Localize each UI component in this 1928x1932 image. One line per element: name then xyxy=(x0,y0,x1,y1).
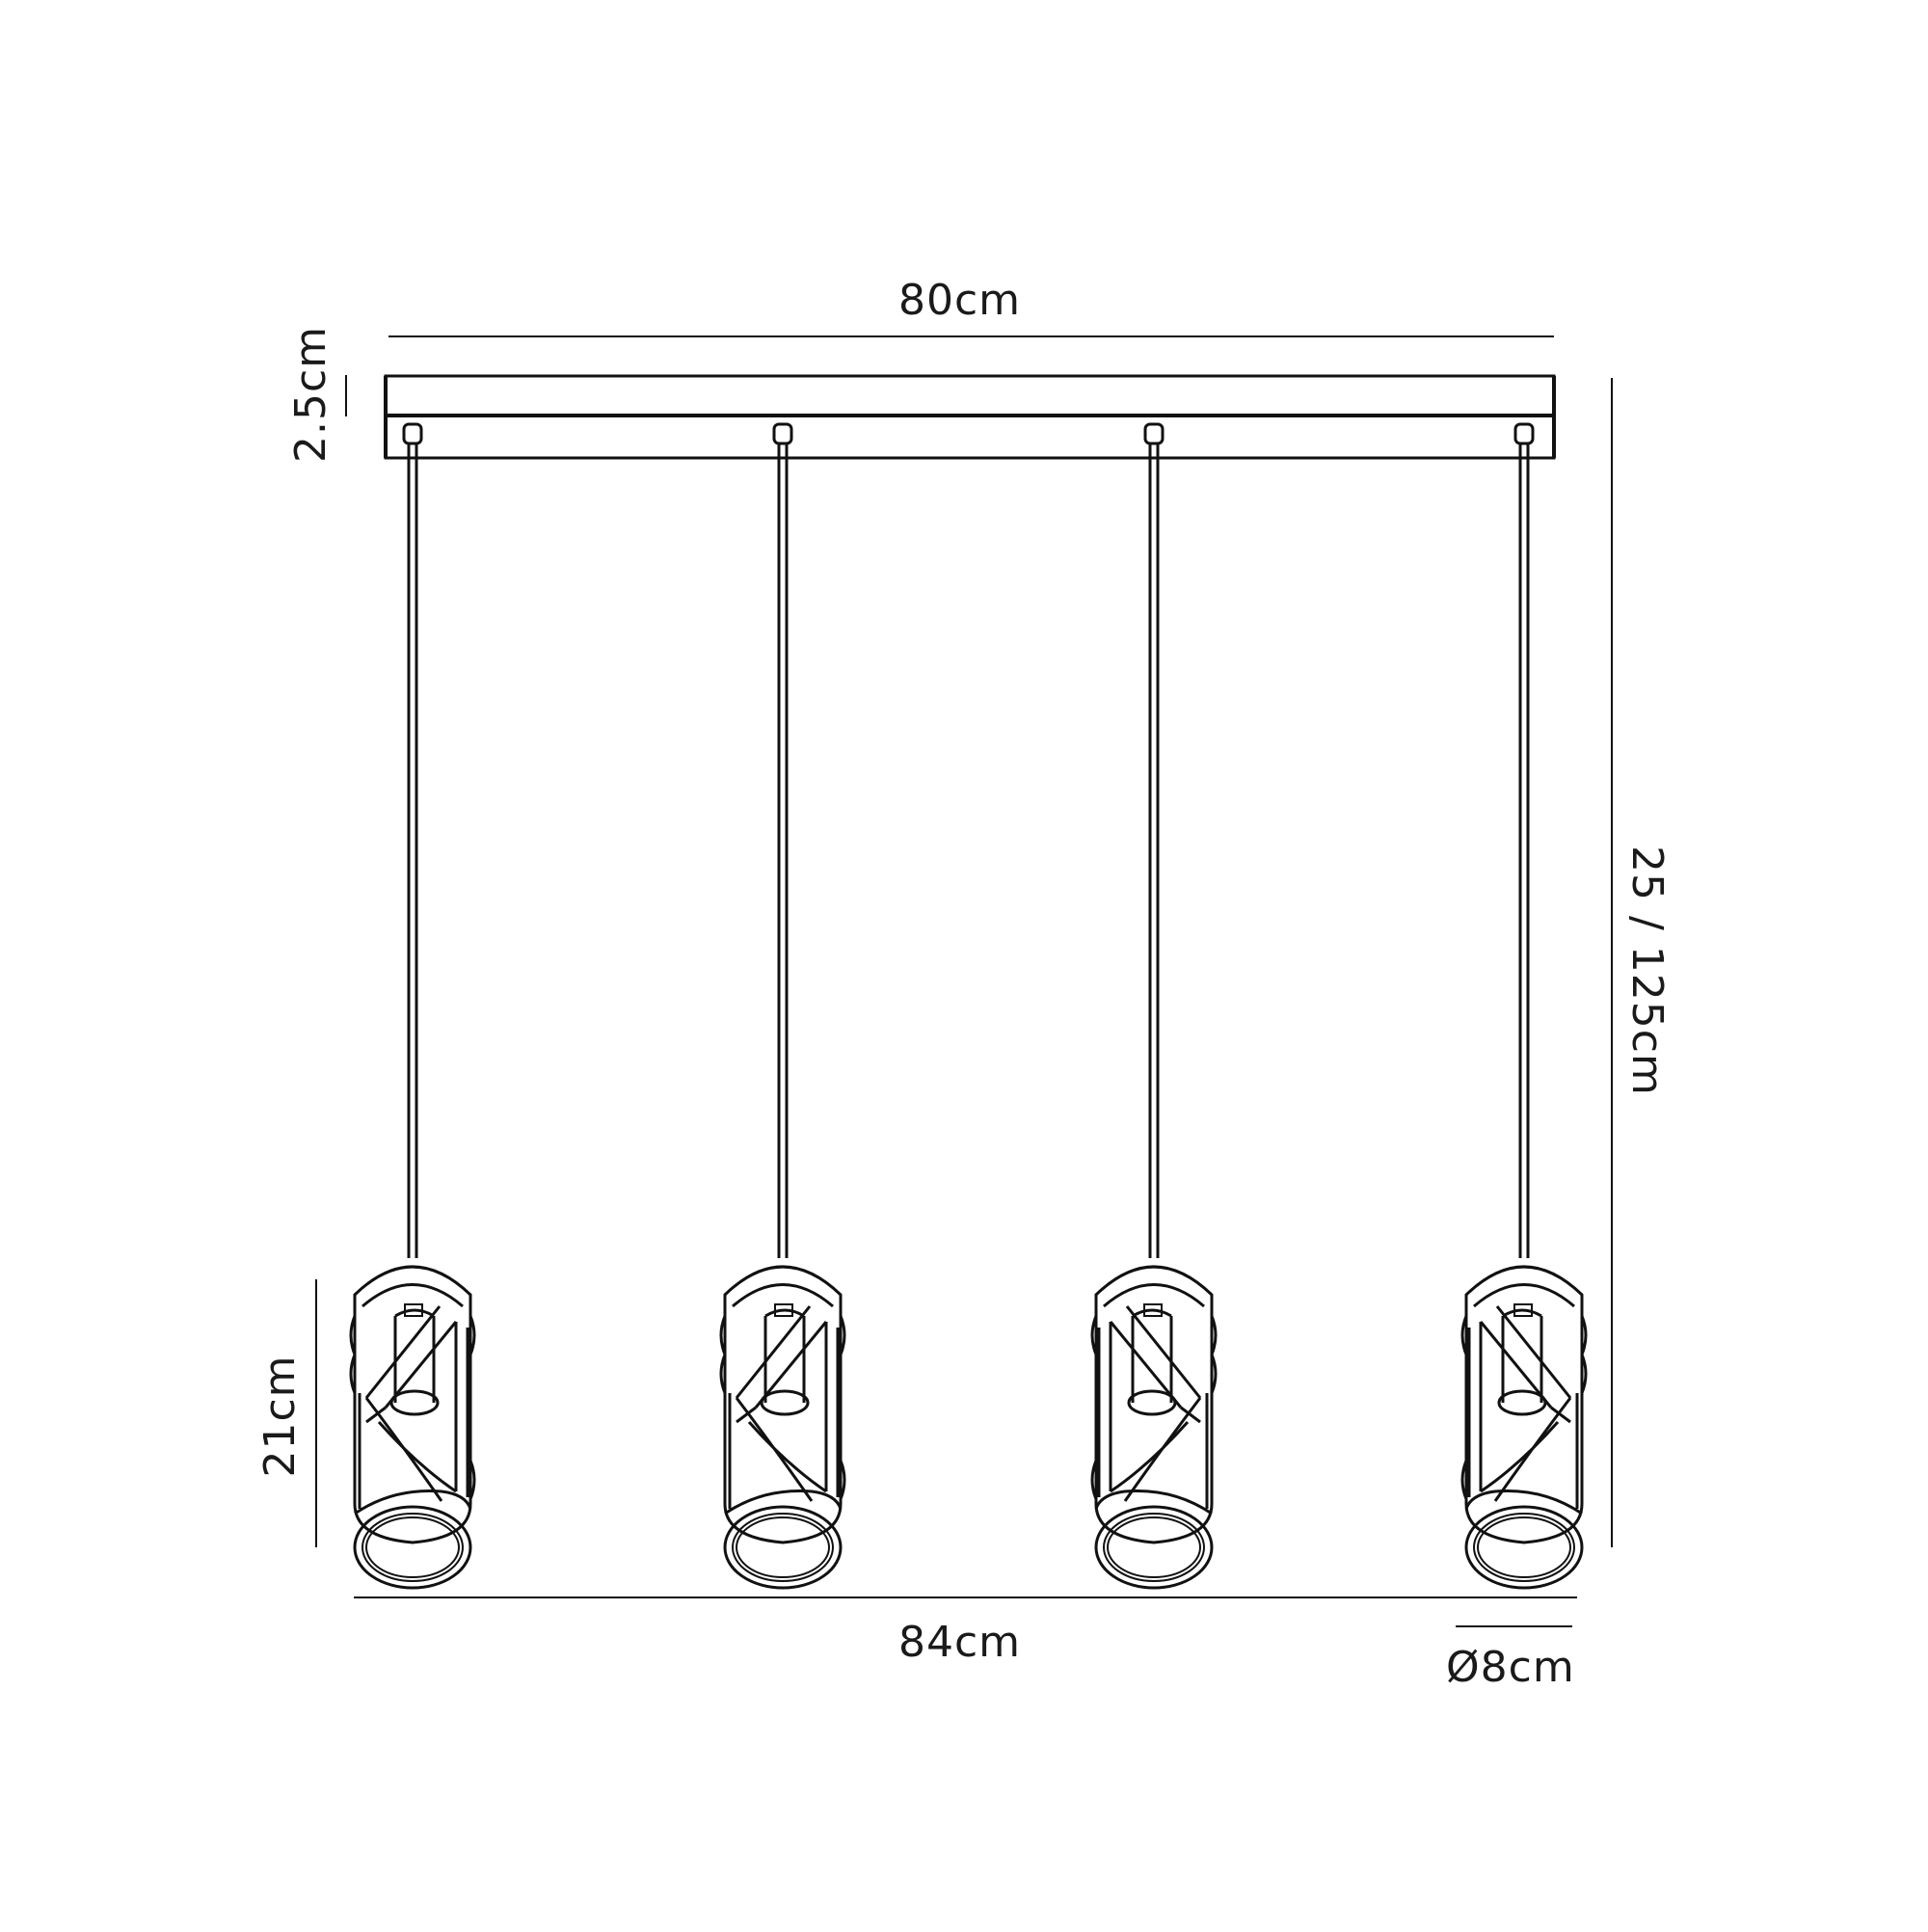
suspension-cords xyxy=(402,422,1535,1258)
pendant-shade-1 xyxy=(349,1265,476,1590)
drop-height-label: 25 / 125cm xyxy=(1622,845,1672,1096)
canopy-height-label: 2.5cm xyxy=(286,325,335,464)
pendant-shade-3 xyxy=(1092,1267,1216,1588)
overall-width-label: 84cm xyxy=(898,1618,1022,1667)
pendant-shade-4 xyxy=(1462,1267,1586,1588)
pendant-shade-2 xyxy=(719,1265,846,1590)
shade-diameter-label: Ø8cm xyxy=(1446,1643,1575,1692)
ceiling-canopy-bar xyxy=(384,374,1556,460)
shade-height-label: 21cm xyxy=(255,1355,305,1478)
canopy-length-label: 80cm xyxy=(898,276,1022,325)
